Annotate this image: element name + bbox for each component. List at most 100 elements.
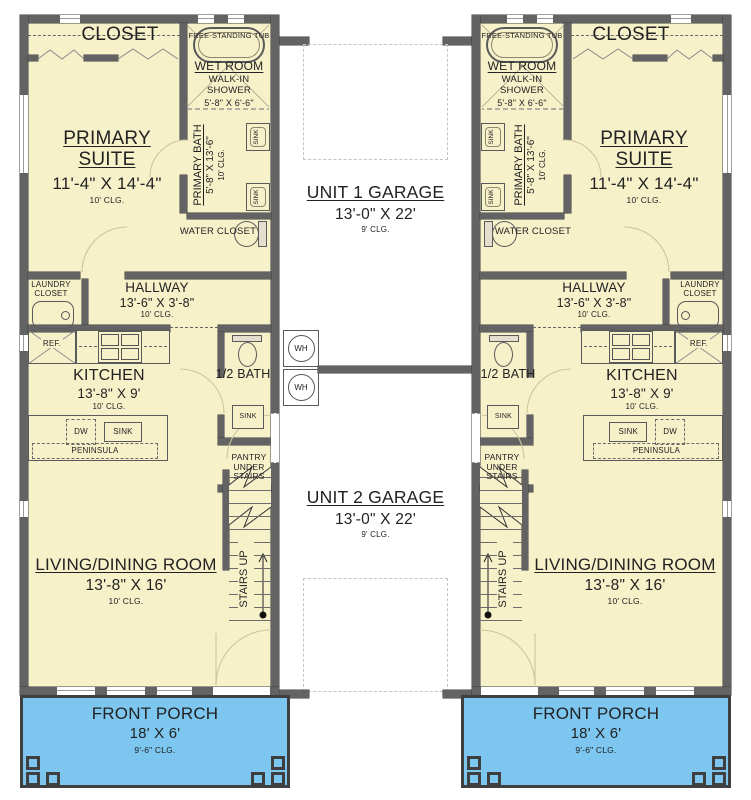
wet-room-label: WET ROOM WALK-IN SHOWER 5'-8" X 6'-6": [185, 59, 273, 108]
unit-left: SINK SINK REF. DW SINK PENINSULA SINK: [20, 15, 279, 695]
primary-bath-clg: 10' CLG.: [538, 149, 548, 181]
primary-suite-label: PRIMARY SUITE 11'-4" X 14'-4" 10' CLG.: [37, 128, 177, 205]
garage-door-dashed: [303, 44, 448, 160]
half-bath-label: 1/2 BATH: [215, 367, 271, 381]
water-heater-glyph: WH: [283, 330, 319, 367]
window: [20, 501, 28, 517]
wall: [180, 23, 187, 140]
garage1-clg: 9' CLG.: [361, 224, 390, 234]
window: [57, 687, 95, 695]
window: [20, 95, 28, 173]
peninsula-label: PENINSULA: [593, 443, 719, 459]
toilet-glyph: [232, 335, 264, 369]
porch-label: FRONT PORCH 18' X 6' 9'-6" CLG.: [464, 704, 728, 755]
primary-suite-label: PRIMARY SUITE 11'-4" X 14'-4" 10' CLG.: [574, 128, 714, 205]
wall: [20, 687, 279, 695]
wall: [218, 332, 224, 377]
living-dining-label: LIVING/DINING ROOM 13'-8" X 16' 10' CLG.: [26, 555, 226, 607]
living-dining-name: LIVING/DINING ROOM: [35, 555, 217, 574]
sink-label: SINK: [253, 129, 260, 145]
garage1-name: UNIT 1 GARAGE: [306, 182, 445, 202]
front-porch-right: FRONT PORCH 18' X 6' 9'-6" CLG.: [461, 695, 731, 788]
wall: [28, 272, 80, 279]
water-heater-label: WH: [287, 374, 315, 401]
sink-glyph: SINK: [487, 405, 519, 429]
wall: [84, 55, 118, 61]
primary-suite-name: PRIMARY SUITE: [600, 128, 688, 171]
wall: [180, 175, 187, 213]
primary-suite-clg: 10' CLG.: [626, 194, 662, 205]
wall: [443, 37, 472, 45]
front-porch-left: FRONT PORCH 18' X 6' 9'-6" CLG.: [20, 695, 290, 788]
kitchen-name: KITCHEN: [606, 367, 678, 384]
primary-suite-size: 11'-4" X 14'-4": [52, 173, 162, 193]
sink-glyph: [246, 183, 270, 211]
stove-glyph: [98, 331, 142, 363]
hallway-size: 13'-6" X 3'-8": [556, 296, 632, 311]
porch-post: [26, 756, 40, 770]
hallway-clg: 10' CLG.: [577, 310, 611, 320]
stairs-up-label: STAIRS UP: [238, 539, 254, 619]
wall: [187, 213, 271, 219]
primary-bath-name: PRIMARY BATH: [513, 124, 525, 206]
hallway-clg: 10' CLG.: [140, 310, 174, 320]
wall: [279, 37, 309, 45]
porch-clg: 9'-6" CLG.: [134, 744, 176, 755]
porch-post: [271, 756, 285, 770]
porch-post: [467, 772, 481, 786]
primary-bath-label: PRIMARY BATH 5'-8" X 13'-6" 10' CLG.: [513, 110, 559, 220]
front-door-opening: [213, 687, 270, 695]
hallway-label: HALLWAY 13'-6" X 3'-8" 10' CLG.: [519, 280, 669, 320]
porch-name: FRONT PORCH: [91, 704, 219, 723]
primary-bath-name: PRIMARY BATH: [192, 124, 204, 206]
wall: [28, 325, 170, 332]
wet-room-name: WET ROOM: [194, 59, 264, 73]
wall: [223, 470, 229, 570]
hallway-size: 13'-6" X 3'-8": [119, 296, 195, 311]
garage-door-dashed: [303, 578, 448, 692]
hallway-name: HALLWAY: [125, 280, 189, 295]
dishwasher-glyph: DW: [66, 419, 96, 445]
kitchen-label: KITCHEN 13'-8" X 9' 10' CLG.: [47, 367, 171, 412]
primary-suite-name: PRIMARY SUITE: [63, 128, 151, 171]
sink-glyph: [246, 123, 270, 151]
closet-label: CLOSET: [81, 24, 159, 45]
garage1-size: 13'-0" X 22': [334, 205, 417, 223]
primary-bath-clg: 10' CLG.: [217, 149, 227, 181]
hallway-name: HALLWAY: [562, 280, 626, 295]
pantry-label: PANTRY UNDER STAIRS: [484, 452, 520, 482]
washer-glyph: [677, 301, 719, 329]
dishwasher-glyph: DW: [655, 419, 685, 445]
sink-glyph: SINK: [609, 422, 647, 442]
porch-size: 18' X 6': [570, 725, 622, 743]
porch-post: [487, 772, 501, 786]
wall: [125, 272, 271, 279]
closet-label: CLOSET: [592, 24, 670, 45]
toilet-tank-glyph: [258, 221, 267, 247]
laundry-closet-label: LAUNDRY CLOSET: [680, 280, 720, 298]
wall: [218, 415, 224, 445]
refrigerator-label: REF.: [40, 339, 64, 348]
porch-label: FRONT PORCH 18' X 6' 9'-6" CLG.: [23, 704, 287, 755]
living-dining-clg: 10' CLG.: [108, 596, 144, 607]
sink-label: SINK: [253, 189, 260, 205]
garage2-clg: 9' CLG.: [361, 529, 390, 539]
living-dining-size: 13'-8" X 16': [584, 577, 666, 595]
hallway-label: HALLWAY 13'-6" X 3'-8" 10' CLG.: [82, 280, 232, 320]
sink-label: SINK: [488, 189, 495, 205]
primary-bath-size: 5'-8" X 13'-6": [205, 136, 217, 194]
kitchen-clg: 10' CLG.: [92, 402, 126, 412]
porch-size: 18' X 6': [129, 725, 181, 743]
kitchen-name: KITCHEN: [73, 367, 145, 384]
kitchen-clg: 10' CLG.: [625, 402, 659, 412]
kitchen-size: 13'-8" X 9': [610, 385, 674, 401]
porch-post: [692, 772, 706, 786]
water-closet-label: WATER CLOSET: [179, 226, 257, 237]
porch-post: [26, 772, 40, 786]
porch-post: [46, 772, 60, 786]
kitchen-label: KITCHEN 13'-8" X 9' 10' CLG.: [580, 367, 704, 412]
window: [107, 687, 145, 695]
garage2-size: 13'-0" X 22': [334, 510, 417, 528]
water-heater-label: WH: [287, 335, 315, 362]
